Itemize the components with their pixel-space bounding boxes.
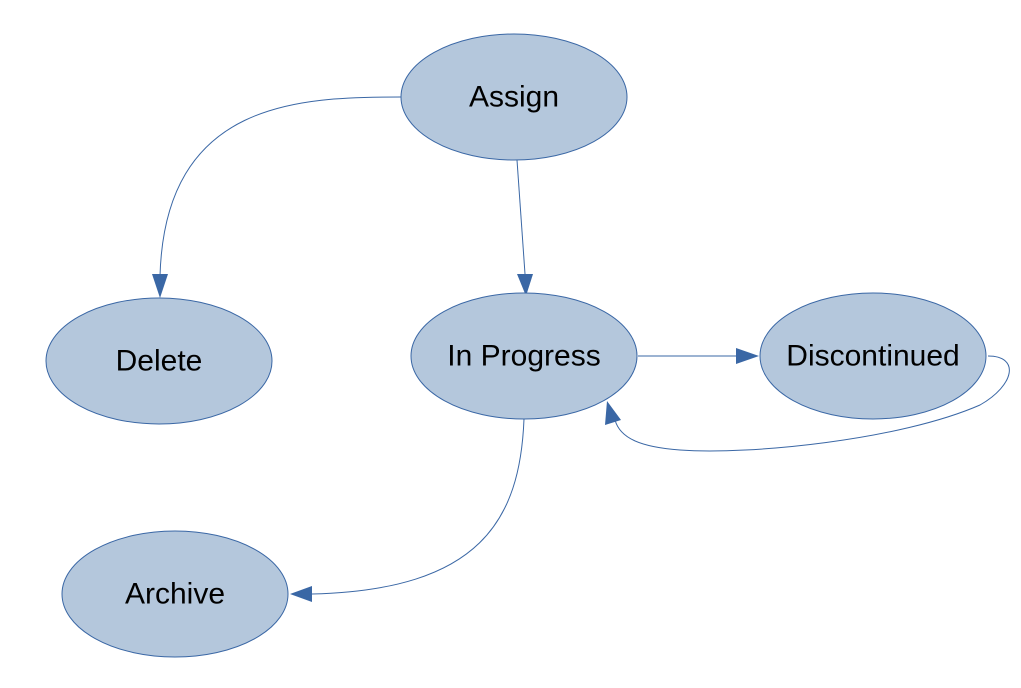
node-assign: Assign xyxy=(400,33,628,161)
node-discontinued: Discontinued xyxy=(759,292,987,420)
node-in-progress-label: In Progress xyxy=(447,340,600,373)
edge-in-progress-to-archive xyxy=(311,418,525,595)
edge-assign-to-in-progress xyxy=(516,159,526,275)
node-assign-label: Assign xyxy=(469,81,559,114)
arrow-assign-to-delete xyxy=(152,274,168,298)
arrow-in-progress-to-archive xyxy=(290,586,312,602)
edge-discontinued-to-in-progress xyxy=(614,355,1010,452)
node-discontinued-label: Discontinued xyxy=(786,340,959,373)
node-archive-label: Archive xyxy=(125,578,225,611)
arrow-assign-to-in-progress xyxy=(517,274,533,296)
node-archive: Archive xyxy=(61,530,289,658)
edges xyxy=(152,96,1010,602)
node-assign-shape xyxy=(400,33,628,161)
arrow-in-progress-to-discontinued xyxy=(736,348,759,364)
node-in-progress: In Progress xyxy=(410,292,638,420)
node-delete-shape xyxy=(45,297,273,425)
node-in-progress-shape xyxy=(410,292,638,420)
node-archive-shape xyxy=(61,530,289,658)
arrow-discontinued-to-in-progress xyxy=(605,401,621,425)
edge-assign-to-delete xyxy=(159,96,402,277)
node-delete: Delete xyxy=(45,297,273,425)
node-discontinued-shape xyxy=(759,292,987,420)
node-delete-label: Delete xyxy=(116,345,203,378)
